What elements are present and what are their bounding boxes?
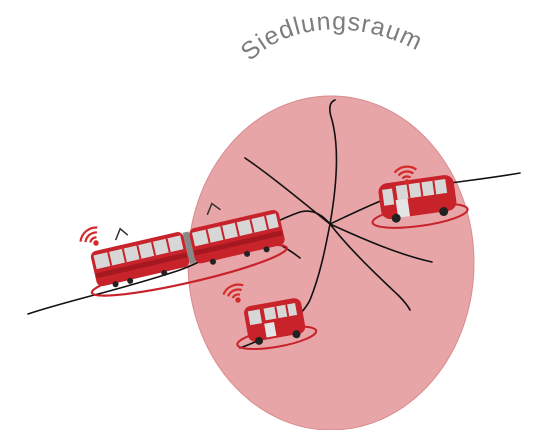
settlement-label: Siedlungsraum (235, 7, 427, 66)
settlement-area (188, 96, 474, 430)
wifi-signal-icon (78, 224, 106, 252)
